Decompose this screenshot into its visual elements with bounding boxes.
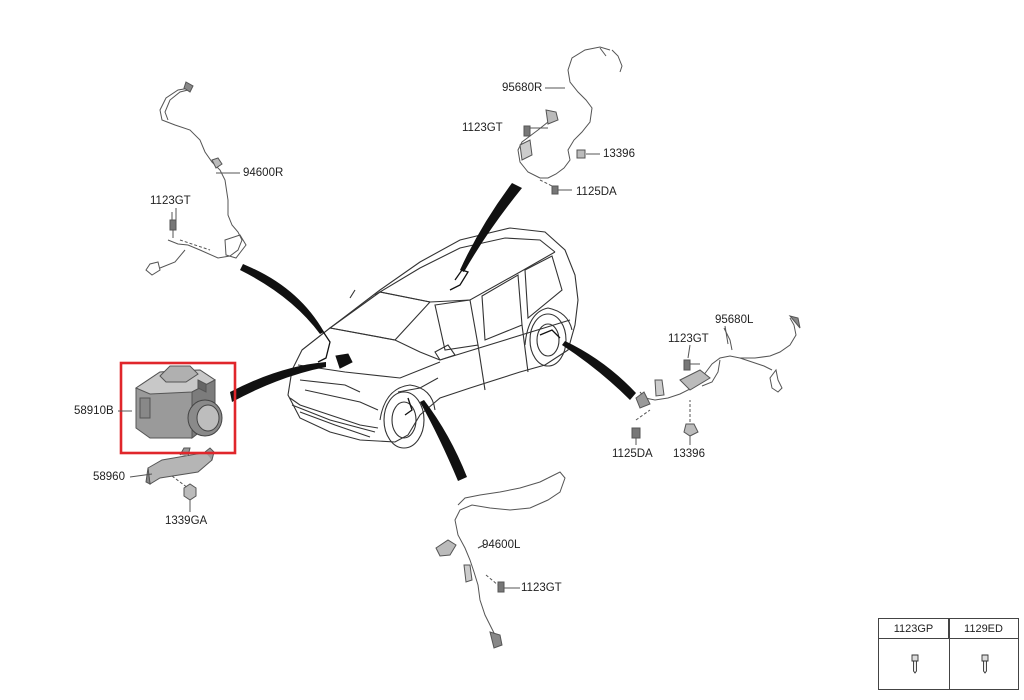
part-label-13396-rear-right: 13396 — [603, 148, 635, 160]
sensor-95680R — [517, 46, 623, 195]
vehicle-illustration — [287, 227, 579, 449]
part-label-58960: 58960 — [93, 471, 125, 483]
part-label-94600R: 94600R — [243, 167, 284, 179]
legend-divider — [949, 619, 950, 689]
part-label-1125DA-rear-right: 1125DA — [576, 186, 617, 198]
part-label-1123GT-rear-left: 1123GT — [668, 333, 709, 345]
part-label-1125DA-rear-left: 1125DA — [612, 448, 653, 460]
callout-wedges — [230, 183, 636, 481]
sensor-94600L — [435, 471, 566, 649]
nut-1339GA — [171, 475, 197, 512]
part-label-58910B: 58910B — [74, 405, 114, 417]
bolt-icon — [981, 654, 989, 674]
part-label-1339GA: 1339GA — [165, 515, 208, 527]
part-label-95680R: 95680R — [502, 82, 543, 94]
fastener-legend-table: 1123GP 1129ED — [878, 618, 1019, 690]
part-label-1123GT-rear-right: 1123GT — [462, 122, 503, 134]
abs-module-58910B — [134, 365, 223, 440]
legend-header-1123GP: 1123GP — [879, 619, 949, 639]
sensor-94600R — [145, 81, 247, 276]
sensor-95680L — [631, 315, 801, 445]
part-label-1123GT-front-right: 1123GT — [150, 195, 191, 207]
part-label-95680L: 95680L — [715, 314, 754, 326]
part-label-1123GT-front-left: 1123GT — [521, 582, 562, 594]
part-label-94600L: 94600L — [482, 539, 521, 551]
bracket-58960 — [145, 447, 215, 485]
highlight-box — [119, 361, 237, 455]
legend-header-1129ED: 1129ED — [949, 619, 1018, 639]
bolt-icon — [911, 654, 919, 674]
part-label-13396-rear-left: 13396 — [673, 448, 705, 460]
